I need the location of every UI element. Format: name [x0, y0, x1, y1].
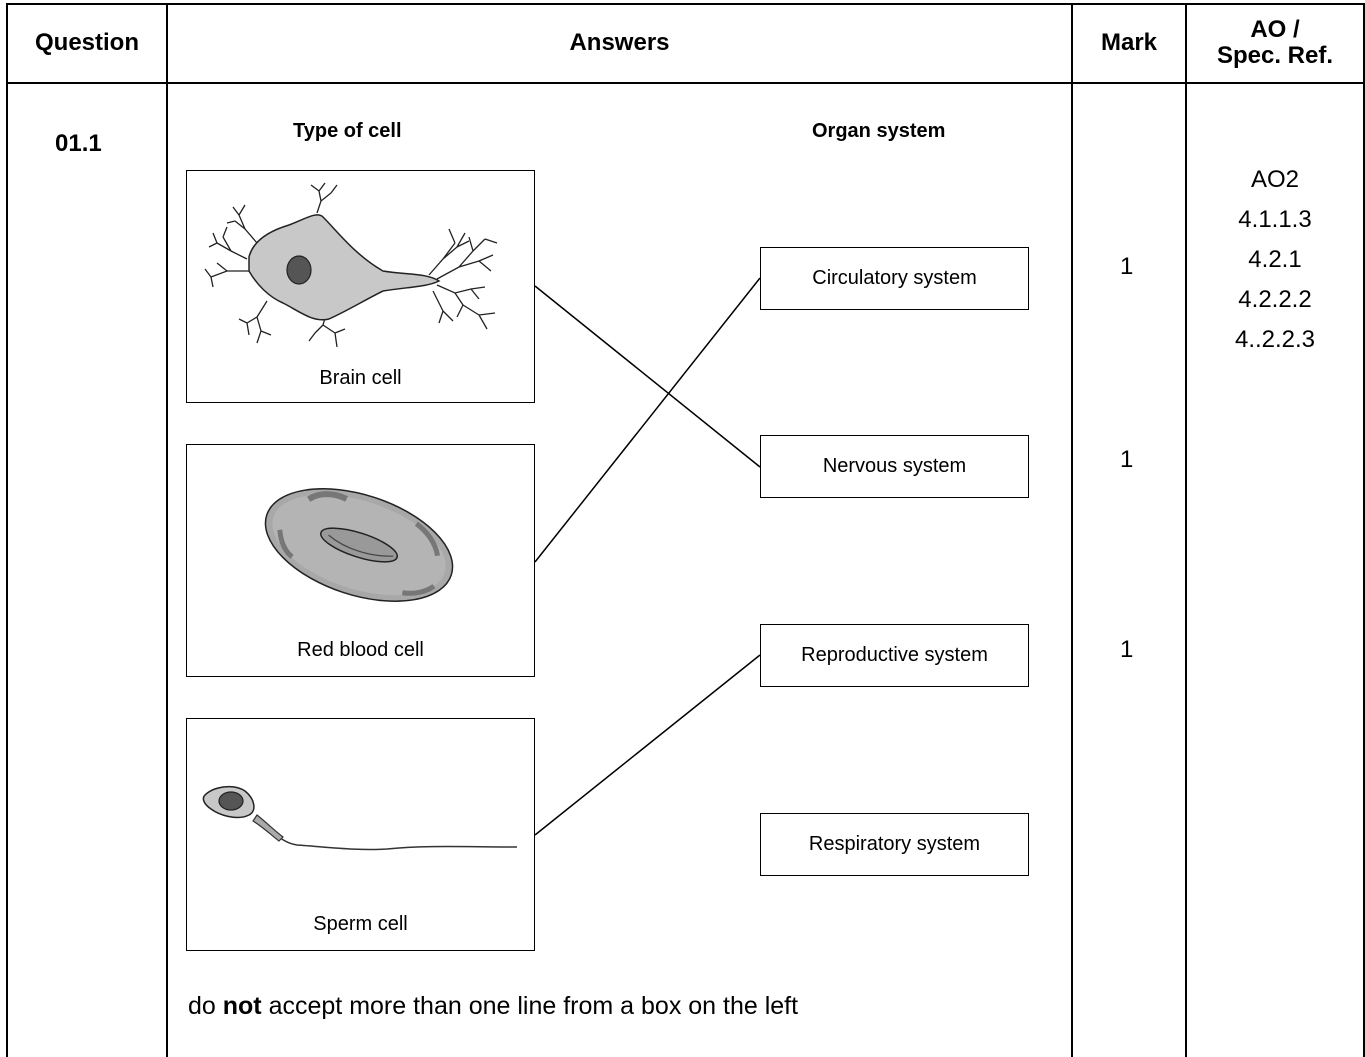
system-label: Nervous system — [822, 455, 967, 477]
table-right-border — [1363, 3, 1365, 1057]
spec-ref: 4.2.2.2 — [1238, 286, 1312, 313]
header-ao-spec-ref: AO / Spec. Ref. — [1187, 3, 1363, 83]
sperm-cell-icon — [202, 785, 518, 851]
cell-caption: Brain cell — [319, 367, 402, 389]
system-box-nervous: Nervous system — [760, 435, 1029, 498]
red-blood-cell-box: Red blood cell — [186, 444, 535, 677]
column-divider-mark — [1185, 3, 1187, 1057]
type-of-cell-heading: Type of cell — [293, 120, 402, 142]
system-box-reproductive: Reproductive system — [760, 624, 1029, 687]
header-ao-line2: Spec. Ref. — [1216, 42, 1334, 69]
note-emphasis: not — [222, 992, 262, 1020]
note-suffix: accept more than one line from a box on … — [261, 992, 799, 1020]
spec-ref: 4.1.1.3 — [1238, 206, 1312, 233]
red-blood-cell-icon — [264, 488, 454, 602]
note-prefix: do — [188, 992, 223, 1020]
header-answers: Answers — [569, 28, 670, 56]
system-box-respiratory: Respiratory system — [760, 813, 1029, 876]
cell-caption: Sperm cell — [313, 913, 408, 935]
marking-note: do not accept more than one line from a … — [188, 992, 798, 1021]
mark-value: 1 — [1120, 446, 1134, 473]
ao-ref: AO2 — [1250, 166, 1300, 193]
organ-system-heading: Organ system — [812, 120, 946, 142]
table-top-border — [6, 3, 1365, 5]
spec-ref: 4..2.2.3 — [1234, 326, 1316, 353]
system-label: Respiratory system — [808, 833, 981, 855]
question-number: 01.1 — [55, 130, 102, 157]
ao-spec-references: AO2 4.1.1.3 4.2.1 4.2.2.2 4..2.2.3 — [1187, 160, 1363, 360]
mark-value: 1 — [1120, 253, 1134, 280]
sperm-cell-box: Sperm cell — [186, 718, 535, 951]
line-rbc-to-circulatory — [534, 277, 761, 563]
system-box-circulatory: Circulatory system — [760, 247, 1029, 310]
system-label: Reproductive system — [801, 644, 988, 666]
neuron-icon — [204, 182, 498, 348]
header-mark: Mark — [1100, 28, 1158, 56]
cell-caption: Red blood cell — [297, 639, 424, 661]
mark-value: 1 — [1120, 636, 1134, 663]
spec-ref: 4.2.1 — [1248, 246, 1302, 273]
header-question: Question — [34, 28, 139, 56]
line-brain-to-nervous — [534, 285, 761, 468]
column-divider-answers — [1071, 3, 1073, 1057]
header-bottom-border — [6, 82, 1365, 84]
header-ao-line1: AO / — [1250, 15, 1300, 43]
line-sperm-to-reproductive — [534, 654, 761, 836]
column-divider-question — [166, 3, 168, 1057]
brain-cell-box: Brain cell — [186, 170, 535, 403]
nucleus — [286, 255, 312, 285]
table-left-border — [6, 3, 8, 1057]
system-label: Circulatory system — [812, 267, 977, 289]
